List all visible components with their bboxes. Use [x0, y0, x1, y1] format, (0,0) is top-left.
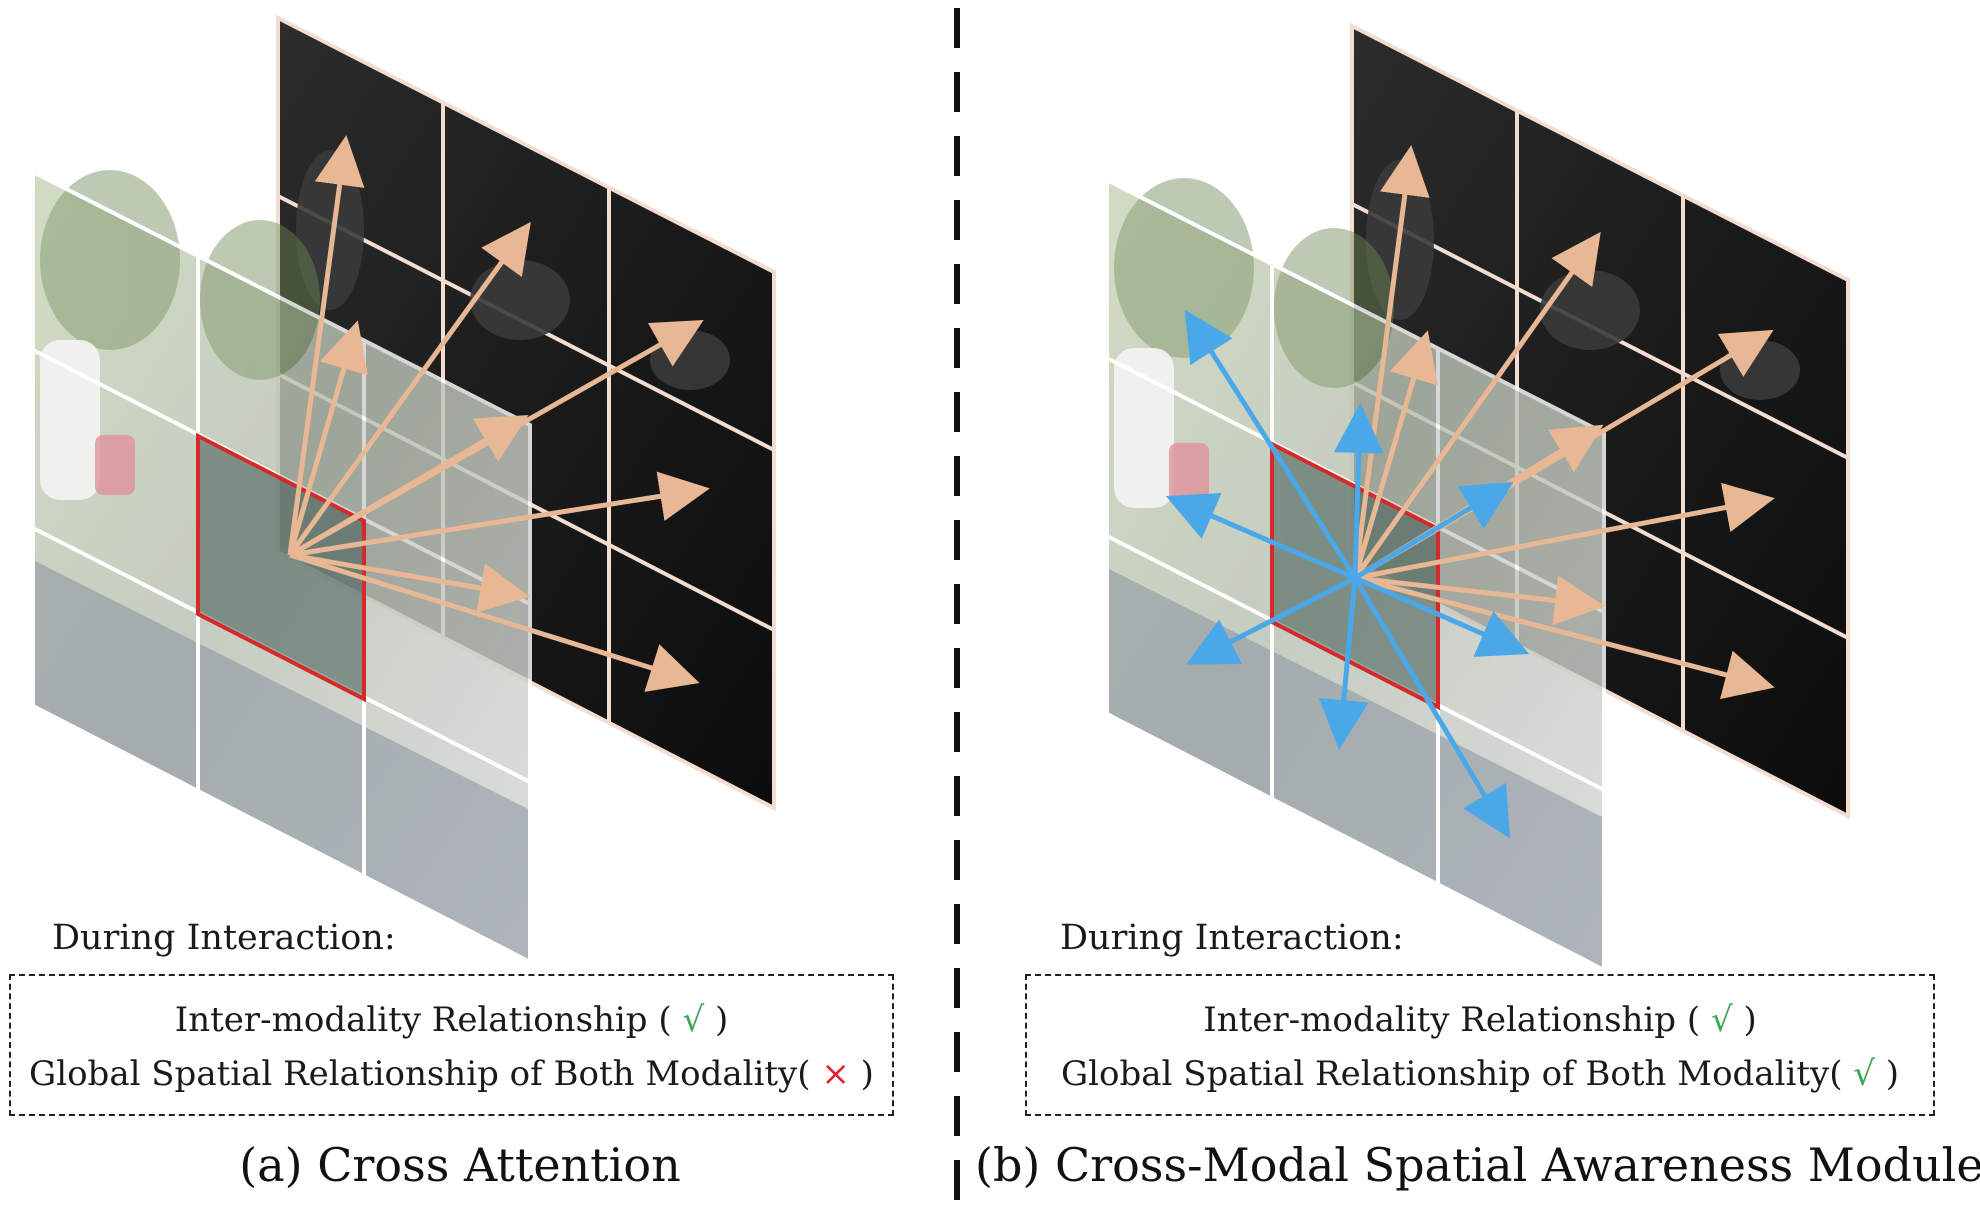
- panel-a-illustration: [31, 14, 776, 966]
- inter-modality-line-a: Inter-modality Relationship ( √ ): [11, 1000, 892, 1040]
- close-paren: ): [714, 1000, 729, 1040]
- inter-modality-text: Inter-modality Relationship (: [1203, 1000, 1701, 1040]
- inter-modal-attention-arrows: [287, 135, 710, 692]
- check-icon: √: [1710, 1000, 1733, 1040]
- global-spatial-arrows: [1165, 309, 1530, 839]
- close-paren: ): [860, 1054, 874, 1094]
- close-paren: ): [1743, 1000, 1757, 1040]
- global-spatial-line-b: Global Spatial Relationship of Both Moda…: [1027, 1054, 1933, 1094]
- close-paren: ): [1885, 1054, 1900, 1094]
- inter-modality-text: Inter-modality Relationship (: [174, 1000, 672, 1040]
- caption-a: (a) Cross Attention: [239, 1138, 681, 1192]
- during-interaction-label-b: During Interaction:: [1060, 918, 1404, 958]
- properties-box-a: Inter-modality Relationship ( √ ) Global…: [9, 974, 894, 1116]
- caption-b: (b) Cross-Modal Spatial Awareness Module: [975, 1138, 1980, 1192]
- panel-b-illustration: [1105, 22, 1850, 974]
- global-spatial-line-a: Global Spatial Relationship of Both Moda…: [11, 1054, 892, 1094]
- global-spatial-text: Global Spatial Relationship of Both Moda…: [29, 1054, 811, 1094]
- global-spatial-text: Global Spatial Relationship of Both Moda…: [1060, 1054, 1843, 1094]
- during-interaction-label-a: During Interaction:: [52, 918, 396, 958]
- check-icon: √: [682, 1000, 705, 1040]
- cross-icon: ×: [821, 1054, 850, 1094]
- check-icon: √: [1853, 1054, 1875, 1094]
- inter-modality-line-b: Inter-modality Relationship ( √ ): [1027, 1000, 1933, 1040]
- properties-box-b: Inter-modality Relationship ( √ ) Global…: [1025, 974, 1935, 1116]
